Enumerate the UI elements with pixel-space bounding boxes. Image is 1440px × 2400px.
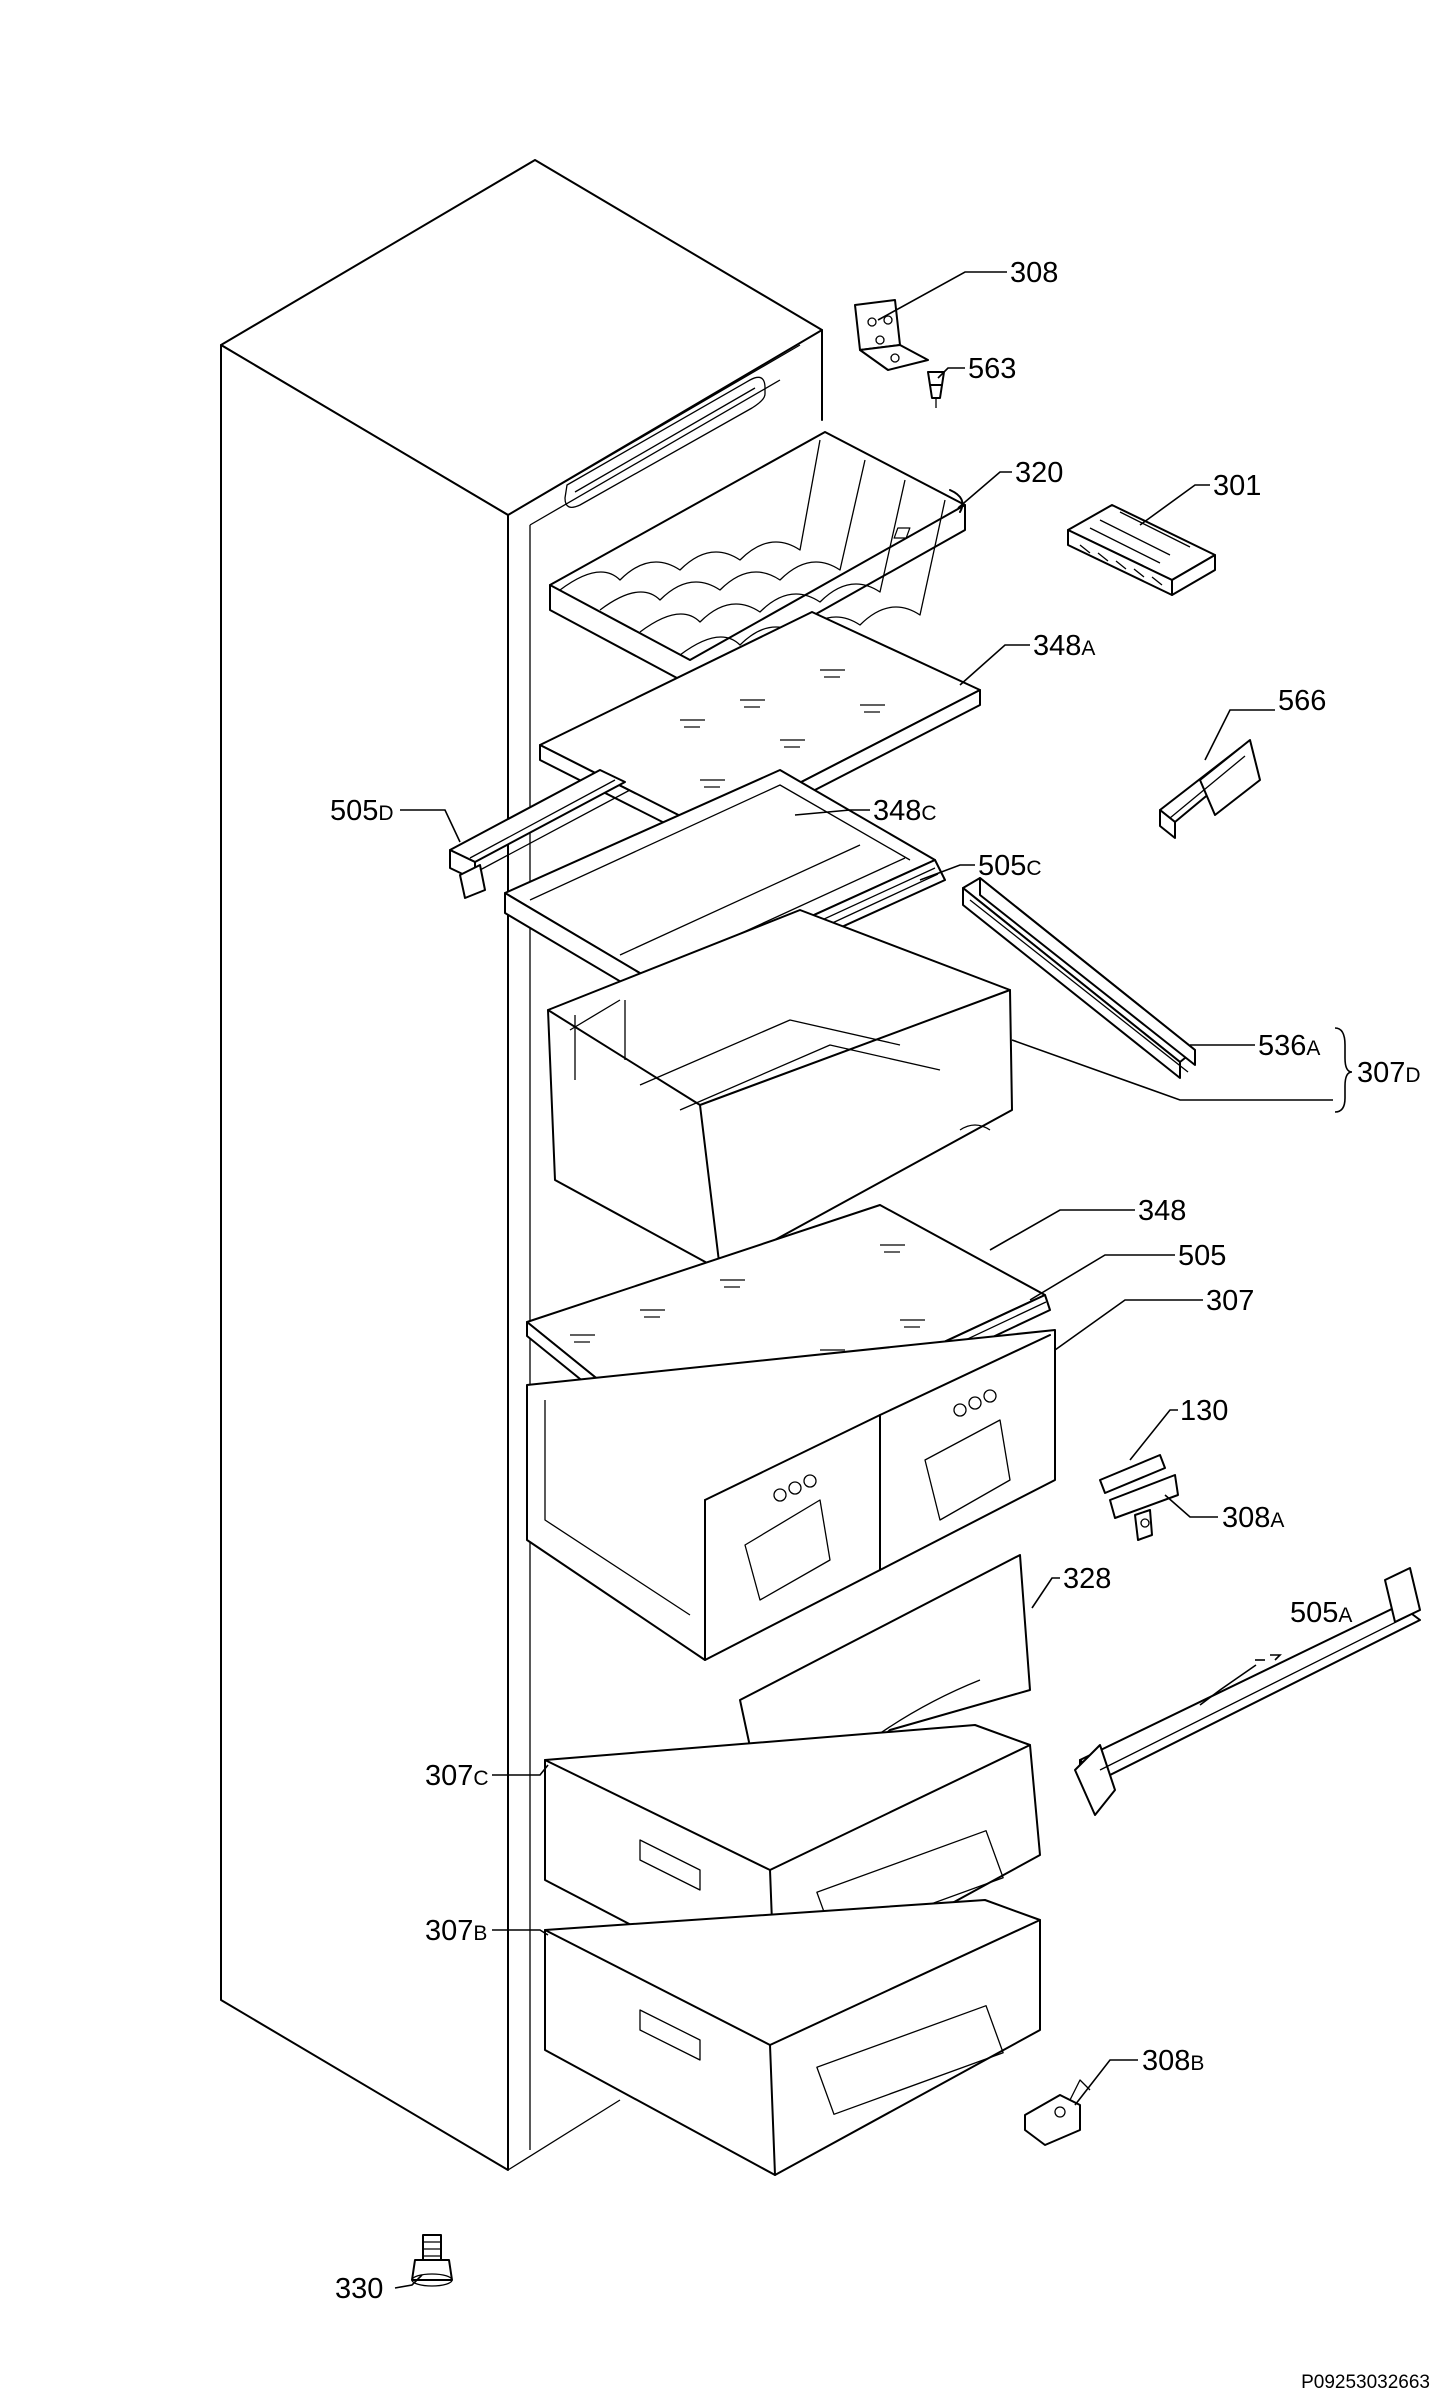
bottle-holder-566: [1159, 739, 1261, 839]
label-307C-main: 307: [425, 1760, 473, 1792]
label-348C: 348C: [873, 795, 937, 827]
label-505C-sub: C: [1026, 857, 1041, 880]
label-328-main: 328: [1063, 1563, 1111, 1595]
label-566-main: 566: [1278, 685, 1326, 717]
label-330-main: 330: [335, 2273, 383, 2305]
vegetable-drawers-307: [526, 1329, 1056, 1661]
top-hinge-bracket-308: [854, 299, 929, 371]
crisper-bin-307D: [547, 909, 1013, 1271]
label-307C-sub: C: [473, 1767, 488, 1790]
cabinet-body: [220, 159, 823, 2171]
label-308B-sub: B: [1190, 2052, 1204, 2075]
label-320-main: 320: [1015, 457, 1063, 489]
label-330: 330: [335, 2273, 383, 2305]
label-563-main: 563: [968, 353, 1016, 385]
label-505-main: 505: [1178, 1240, 1226, 1272]
shelf-frame-348C: [504, 769, 936, 1006]
label-308: 308: [1010, 257, 1058, 289]
freezer-drawer-307B: [544, 1899, 1041, 2176]
label-307-main: 307: [1206, 1285, 1254, 1317]
label-566: 566: [1278, 685, 1326, 717]
door-rail-505A: [1074, 1567, 1421, 1816]
label-348-main: 348: [1138, 1195, 1186, 1227]
label-308-main: 308: [1010, 257, 1058, 289]
label-307B-main: 307: [425, 1915, 473, 1947]
label-348A-main: 348: [1033, 630, 1081, 662]
label-307: 307: [1206, 1285, 1254, 1317]
label-505C-main: 505: [978, 850, 1026, 882]
label-301: 301: [1213, 470, 1261, 502]
label-505A-main: 505: [1290, 1597, 1338, 1629]
label-308A-main: 308: [1222, 1502, 1270, 1534]
label-307B-sub: B: [473, 1922, 487, 1945]
screw-563: [927, 371, 945, 408]
door-hinge-130-308A: [1099, 1454, 1179, 1541]
label-348A: 348A: [1033, 630, 1095, 662]
label-563: 563: [968, 353, 1016, 385]
label-320: 320: [1015, 457, 1063, 489]
label-536A: 536A: [1258, 1030, 1320, 1062]
label-348C-main: 348: [873, 795, 921, 827]
label-536A-sub: A: [1306, 1037, 1320, 1060]
label-130-main: 130: [1180, 1395, 1228, 1427]
label-308B-main: 308: [1142, 2045, 1190, 2077]
label-348C-sub: C: [921, 802, 936, 825]
label-505: 505: [1178, 1240, 1226, 1272]
part-labels: 308 563 320 301 348A 566 505D 348C 505C …: [330, 257, 1421, 2305]
leader-lines: [394, 271, 1353, 2289]
lower-hinge-bracket-308B: [1024, 2079, 1091, 2146]
bottle-rack-320: [549, 431, 966, 686]
label-505C: 505C: [978, 850, 1042, 882]
drawing-code: P09253032663: [1301, 2372, 1430, 2393]
label-308A-sub: A: [1270, 1509, 1284, 1532]
label-505A-sub: A: [1338, 1604, 1352, 1627]
label-307D-sub: D: [1405, 1064, 1420, 1087]
divider-536A: [962, 877, 1196, 1079]
label-505D-sub: D: [378, 802, 393, 825]
label-505A: 505A: [1290, 1597, 1352, 1629]
shelf-rail-505D: [449, 769, 631, 899]
label-307D-main: 307: [1357, 1057, 1405, 1089]
label-348: 348: [1138, 1195, 1186, 1227]
label-308B: 308B: [1142, 2045, 1204, 2077]
label-505D-main: 505: [330, 795, 378, 827]
label-348A-sub: A: [1081, 637, 1095, 660]
label-130: 130: [1180, 1395, 1228, 1427]
label-307D: 307D: [1357, 1057, 1421, 1089]
label-308A: 308A: [1222, 1502, 1284, 1534]
label-307B: 307B: [425, 1915, 487, 1947]
label-307C: 307C: [425, 1760, 489, 1792]
ice-cube-tray-301: [893, 504, 1216, 596]
label-328: 328: [1063, 1563, 1111, 1595]
label-536A-main: 536: [1258, 1030, 1306, 1062]
label-301-main: 301: [1213, 470, 1261, 502]
label-505D: 505D: [330, 795, 394, 827]
